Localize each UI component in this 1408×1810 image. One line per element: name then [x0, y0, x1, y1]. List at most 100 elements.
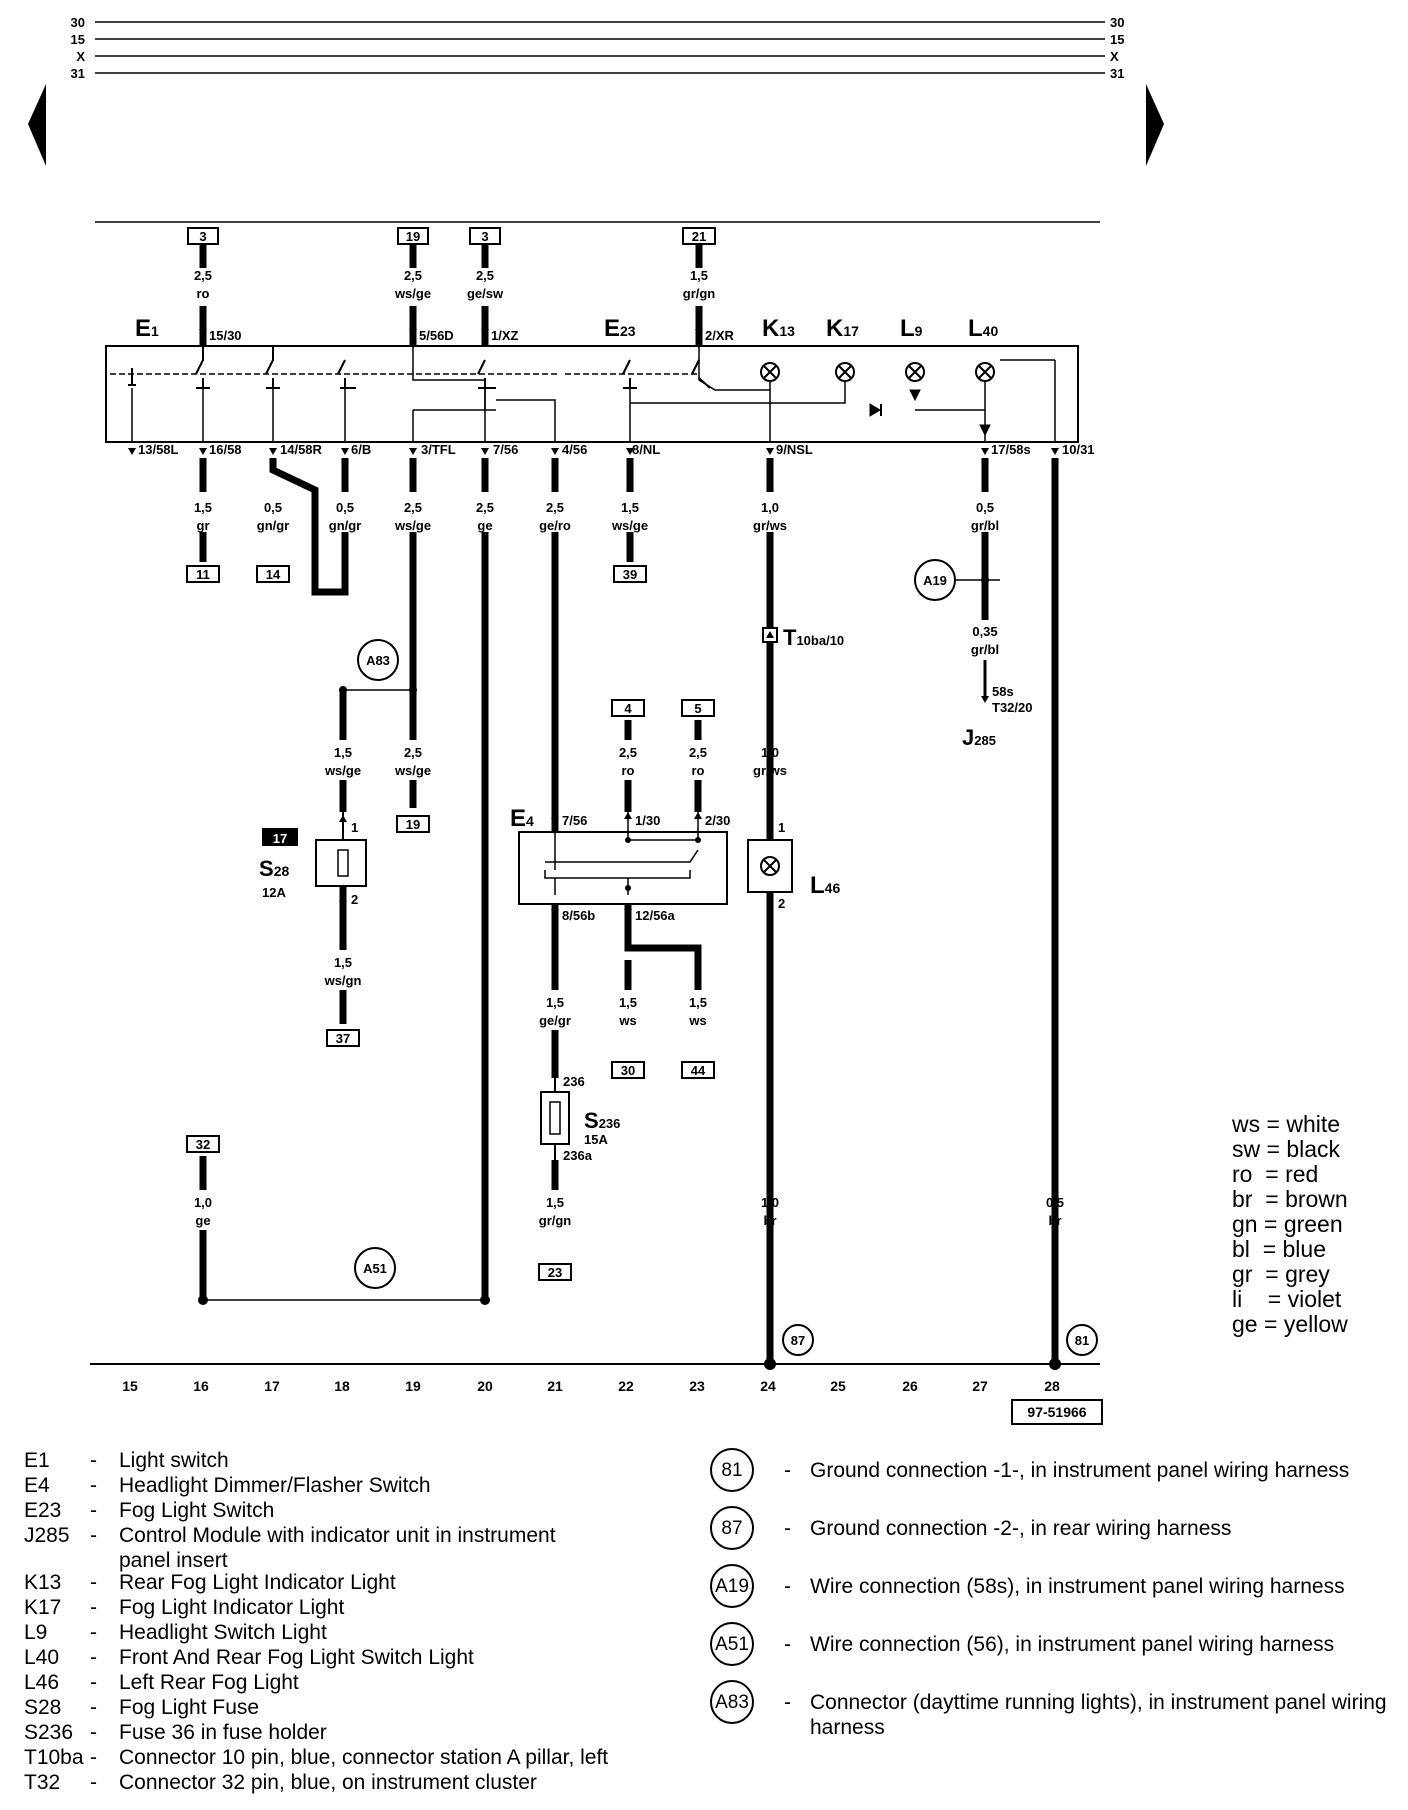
svg-text:ws/ge: ws/ge	[324, 763, 361, 778]
svg-text:17: 17	[273, 831, 287, 846]
svg-text:14/58R: 14/58R	[280, 442, 323, 457]
svg-text:0,5: 0,5	[1046, 1195, 1064, 1210]
svg-text:1,5: 1,5	[621, 500, 639, 515]
svg-text:7/56: 7/56	[493, 442, 518, 457]
mid-wire-labels: 1,5gr 0,5gn/gr 0,5gn/gr 2,5ws/ge 2,5ge 2…	[194, 500, 999, 533]
svg-text:2: 2	[778, 896, 785, 911]
svg-text:gn/gr: gn/gr	[329, 518, 362, 533]
svg-text:1,5: 1,5	[619, 995, 637, 1010]
svg-text:1,0: 1,0	[194, 1195, 212, 1210]
component-labels-top: E1 E23 K13 K17 L9 L40	[135, 315, 998, 342]
svg-text:1,5: 1,5	[689, 995, 707, 1010]
dimmer-switch-e4: E4 7/56 1/30 2/30 8/56b 12/56a	[510, 790, 730, 923]
svg-text:gr/gn: gr/gn	[539, 1213, 572, 1228]
svg-text:ws: ws	[688, 1013, 706, 1028]
ground-87: 87	[782, 1324, 814, 1356]
diagram-id: 97-51966	[1027, 1404, 1086, 1420]
label-l9: L9	[900, 315, 923, 342]
svg-text:2,5: 2,5	[404, 500, 422, 515]
svg-text:gr/bl: gr/bl	[971, 518, 999, 533]
lamp-l46: L46 1 2	[747, 820, 840, 911]
svg-text:1,5: 1,5	[546, 995, 564, 1010]
color-key-row: gn = green	[1232, 1211, 1343, 1237]
svg-text:39: 39	[623, 567, 637, 582]
svg-text:ro: ro	[197, 286, 210, 301]
j285-pins: 58s T32/20	[992, 684, 1032, 715]
color-key-row: gr = grey	[1232, 1261, 1330, 1287]
svg-text:4: 4	[624, 701, 632, 716]
svg-text:gr/ws: gr/ws	[753, 763, 787, 778]
svg-text:br: br	[764, 1213, 777, 1228]
svg-text:19: 19	[405, 1378, 421, 1394]
svg-text:17/58s: 17/58s	[991, 442, 1031, 457]
svg-text:S28: S28	[259, 856, 289, 881]
svg-text:12A: 12A	[262, 885, 286, 900]
svg-text:T10ba/10: T10ba/10	[783, 625, 844, 650]
rail-15-label: 15	[71, 32, 85, 47]
svg-text:14: 14	[266, 567, 281, 582]
svg-text:16/58: 16/58	[209, 442, 242, 457]
rail-x-label-right: X	[1110, 49, 1119, 64]
svg-text:1,5: 1,5	[690, 268, 708, 283]
color-key-row: ro = red	[1232, 1161, 1319, 1187]
svg-text:28: 28	[1044, 1378, 1060, 1394]
svg-text:1/XZ: 1/XZ	[491, 328, 519, 343]
label-j285: J285	[962, 725, 996, 750]
svg-text:ws/ge: ws/ge	[394, 763, 431, 778]
svg-text:0,5: 0,5	[264, 500, 282, 515]
label-l40: L40	[968, 315, 998, 342]
svg-text:24: 24	[760, 1378, 776, 1394]
rail-31-label: 31	[71, 66, 85, 81]
fuse-s28: 17 S28 12A 1 2	[259, 812, 367, 910]
diodes	[869, 389, 991, 437]
svg-text:br: br	[1049, 1213, 1062, 1228]
svg-text:44: 44	[691, 1063, 706, 1078]
rail-x-label: X	[76, 49, 85, 64]
svg-text:gr/ws: gr/ws	[753, 518, 787, 533]
svg-text:ge: ge	[477, 518, 492, 533]
svg-text:1,5: 1,5	[194, 500, 212, 515]
svg-text:12/56a: 12/56a	[635, 908, 676, 923]
rail-15-label-right: 15	[1110, 32, 1124, 47]
box-21: 21	[692, 229, 706, 244]
svg-text:3/TFL: 3/TFL	[421, 442, 456, 457]
prev-page-icon[interactable]	[28, 84, 46, 166]
svg-text:S236: S236	[584, 1108, 620, 1133]
top-wires	[199, 244, 703, 345]
svg-text:L46: L46	[810, 872, 840, 899]
svg-text:15A: 15A	[584, 1132, 608, 1147]
svg-text:1: 1	[778, 820, 785, 835]
svg-text:58s: 58s	[992, 684, 1014, 699]
svg-text:ge/sw: ge/sw	[467, 286, 504, 301]
svg-text:1,0: 1,0	[761, 1195, 779, 1210]
svg-text:ws/gn: ws/gn	[324, 973, 362, 988]
connector-t10ba: T10ba/10	[762, 625, 844, 650]
svg-text:0,5: 0,5	[336, 500, 354, 515]
svg-text:236a: 236a	[563, 1148, 593, 1163]
connector-a83: A83	[339, 639, 417, 694]
svg-text:87: 87	[791, 1333, 805, 1348]
svg-text:T32/20: T32/20	[992, 700, 1032, 715]
ground-81: 81	[1066, 1324, 1098, 1356]
rail-30-label: 30	[71, 15, 85, 30]
indicator-lamps	[760, 362, 995, 382]
svg-text:ro: ro	[622, 763, 635, 778]
box-3b: 3	[481, 229, 488, 244]
color-key-row: ge = yellow	[1232, 1311, 1348, 1337]
svg-text:6/B: 6/B	[351, 442, 371, 457]
svg-text:2/30: 2/30	[705, 813, 730, 828]
power-rails	[95, 21, 1105, 74]
label-e23: E23	[604, 315, 636, 342]
svg-text:ws: ws	[618, 1013, 636, 1028]
svg-text:gr/bl: gr/bl	[971, 642, 999, 657]
color-key-row: br = brown	[1232, 1186, 1348, 1212]
next-page-icon[interactable]	[1146, 84, 1164, 166]
box-3: 3	[199, 229, 206, 244]
svg-text:10/31: 10/31	[1062, 442, 1095, 457]
label-k17: K17	[826, 315, 859, 342]
svg-text:2: 2	[351, 892, 358, 907]
svg-text:13/58L: 13/58L	[138, 442, 179, 457]
svg-text:1: 1	[351, 820, 358, 835]
svg-text:A83: A83	[366, 653, 390, 668]
svg-text:ge/gr: ge/gr	[539, 1013, 571, 1028]
